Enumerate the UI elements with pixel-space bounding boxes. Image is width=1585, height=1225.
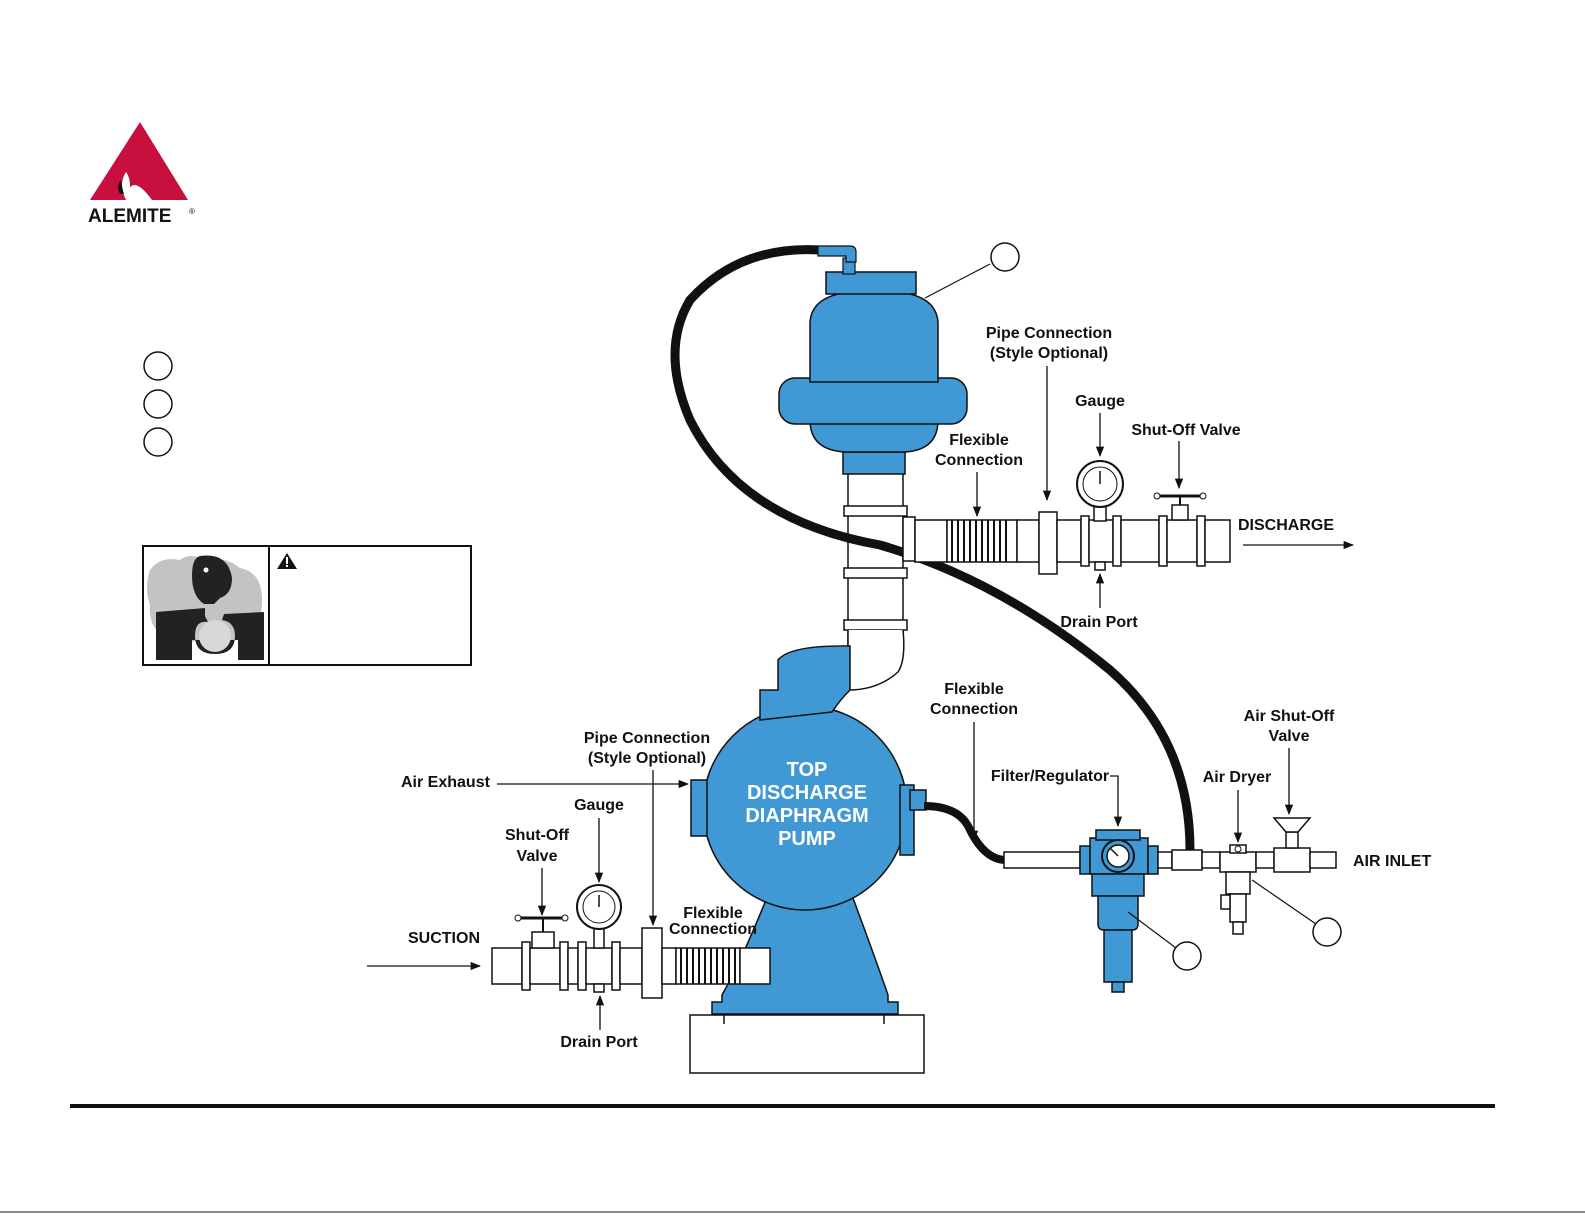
pump-label-line-3: DIAPHRAGM [745,805,868,827]
diaphragm-pump-body: TOP DISCHARGE DIAPHRAGM PUMP [690,645,927,1015]
air-inlet-line [923,802,1337,993]
label-flexible-connection-air-1: Flexible [944,681,1004,698]
discharge-riser-pipe [843,469,908,691]
air-flex-hose [923,802,1007,864]
alemite-drop-logo-icon [90,122,188,200]
flexible-connection-bellows-top [946,519,1018,563]
shutoff-valve-icon [1153,492,1207,521]
label-shutoff-valve-bottom-2: Valve [517,848,558,865]
label-flexible-connection-bottom-1: Flexible [683,905,743,922]
shutoff-valve-icon [514,914,569,949]
label-shutoff-valve-top: Shut-Off Valve [1131,422,1240,439]
label-flexible-connection-bottom-2: Connection [669,921,757,938]
pulsation-dampener [778,257,968,475]
suction-line [491,884,771,999]
label-pipe-connection-top-1: Pipe Connection [986,325,1112,342]
pump-label-line-1: TOP [787,759,828,781]
callout-circle-3 [143,427,173,457]
label-flexible-connection-air-2: Connection [930,701,1018,718]
label-discharge: DISCHARGE [1238,517,1334,534]
label-air-shutoff-valve-2: Valve [1269,728,1310,745]
label-air-shutoff-valve-1: Air Shut-Off [1244,708,1335,725]
discharge-line [902,460,1231,575]
callout-circle-1 [143,351,173,381]
label-air-dryer: Air Dryer [1203,769,1271,786]
label-flexible-connection-top-2: Connection [935,452,1023,469]
label-filter-regulator: Filter/Regulator [991,768,1109,785]
label-pipe-connection-top-2: (Style Optional) [990,345,1108,362]
drain-port-top [1094,561,1106,571]
label-air-exhaust: Air Exhaust [401,774,491,791]
brand-registered-mark: ® [189,207,195,216]
warning-triangle-icon [277,553,297,569]
air-supply-hose [670,245,1195,855]
callout-circle-filter [1172,941,1202,971]
brand-name: ALEMITE [88,206,171,227]
label-drain-port-bottom: Drain Port [560,1034,638,1051]
air-shutoff-valve-icon [1272,817,1312,873]
gauge-icon [1076,460,1124,522]
label-gauge-bottom: Gauge [574,797,624,814]
label-pipe-connection-bottom-1: Pipe Connection [584,730,710,747]
drain-port-bottom [593,983,605,993]
flexible-connection-bellows-bottom [675,947,741,985]
label-air-inlet: AIR INLET [1353,853,1431,870]
label-gauge-top: Gauge [1075,393,1125,410]
callout-circle-2 [143,389,173,419]
alemite-logo: ALEMITE ® [88,122,195,227]
callout-circle-dryer [1312,917,1342,947]
label-flexible-connection-top-1: Flexible [949,432,1009,449]
pump-base-block [689,1014,925,1074]
inhalation-hazard-icon [147,555,264,660]
label-suction: SUCTION [408,930,480,947]
pump-label-line-4: PUMP [778,828,836,850]
callout-circle-dampener [990,242,1020,272]
pump-label-line-2: DISCHARGE [747,782,867,804]
filter-regulator [1079,829,1159,993]
label-shutoff-valve-bottom-1: Shut-Off [505,827,570,844]
warning-box [142,545,472,666]
air-dryer [1219,844,1257,935]
label-drain-port-top: Drain Port [1060,614,1138,631]
gauge-icon [576,884,622,949]
label-pipe-connection-bottom-2: (Style Optional) [588,750,706,767]
